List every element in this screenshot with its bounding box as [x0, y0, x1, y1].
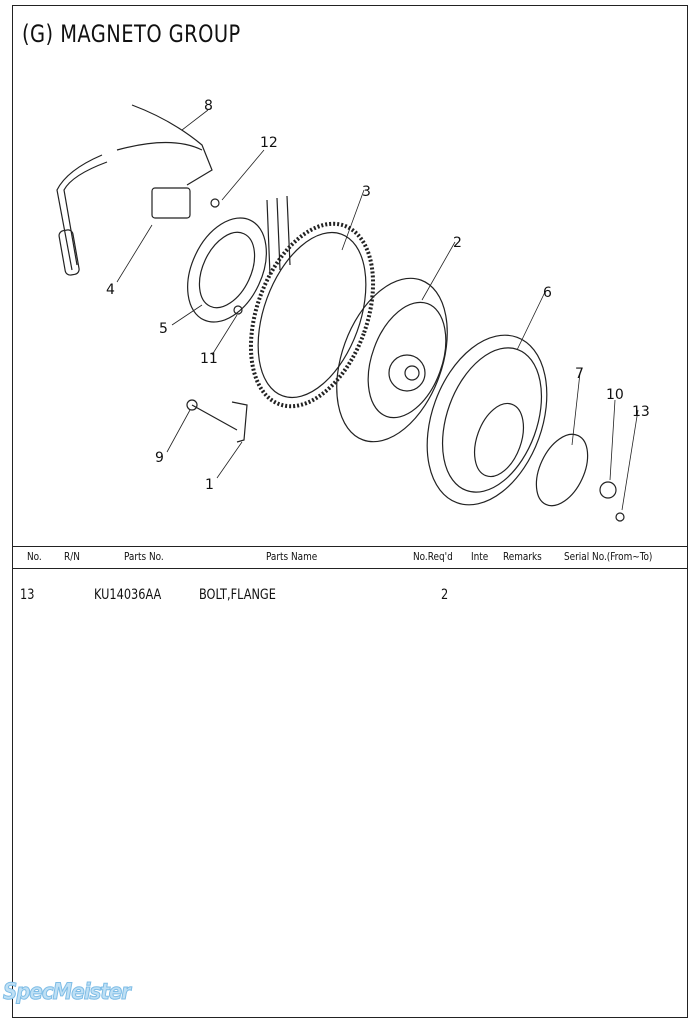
- callout-2: 2: [453, 235, 462, 251]
- col-serial: Serial No.(From~To): [564, 550, 653, 563]
- callout-4: 4: [106, 282, 115, 298]
- nut: [599, 481, 617, 499]
- col-no: No.: [27, 550, 42, 563]
- exploded-parts-diagram: 8 12 3 2 6 4 5 11 7 10 13 9 1: [56, 98, 650, 522]
- callout-5: 5: [159, 321, 168, 337]
- watermark-logo: SpecMeister: [3, 980, 132, 1006]
- callout-9: 9: [155, 450, 164, 466]
- bracket: [191, 401, 248, 443]
- spark-plug-cap: [58, 229, 80, 276]
- callout-13: 13: [632, 404, 650, 420]
- callout-10: 10: [606, 387, 624, 403]
- col-req: No.Req'd: [413, 550, 453, 563]
- col-inte: Inte: [471, 550, 489, 563]
- ring-gear: [248, 221, 376, 409]
- flywheel: [336, 277, 448, 443]
- bolt: [186, 399, 198, 411]
- page-frame: [12, 5, 688, 1018]
- callout-3: 3: [362, 184, 371, 200]
- callout-6: 6: [543, 285, 552, 301]
- callout-12: 12: [260, 135, 278, 151]
- cell-parts-no: KU14036AA: [94, 587, 162, 603]
- cell-req: 2: [441, 587, 449, 603]
- col-remarks: Remarks: [503, 550, 542, 563]
- callout-7: 7: [575, 366, 584, 382]
- col-rn: R/N: [64, 550, 80, 563]
- callout-11: 11: [200, 351, 218, 367]
- table-header-rule: [12, 568, 688, 569]
- cell-no: 13: [20, 587, 35, 603]
- col-parts-no: Parts No.: [124, 550, 164, 563]
- col-parts-name: Parts Name: [266, 550, 318, 563]
- callout-8: 8: [204, 98, 213, 114]
- starter-pulley: [535, 433, 589, 507]
- page-title: (G) MAGNETO GROUP: [22, 20, 241, 48]
- cooling-fan: [426, 334, 548, 506]
- table-top-rule: [12, 546, 688, 547]
- cell-parts-name: BOLT,FLANGE: [199, 587, 276, 603]
- callout-1: 1: [205, 477, 214, 493]
- stator-coil: [187, 217, 267, 323]
- ignition-cable: [56, 104, 213, 271]
- ignition-coil: [151, 187, 191, 219]
